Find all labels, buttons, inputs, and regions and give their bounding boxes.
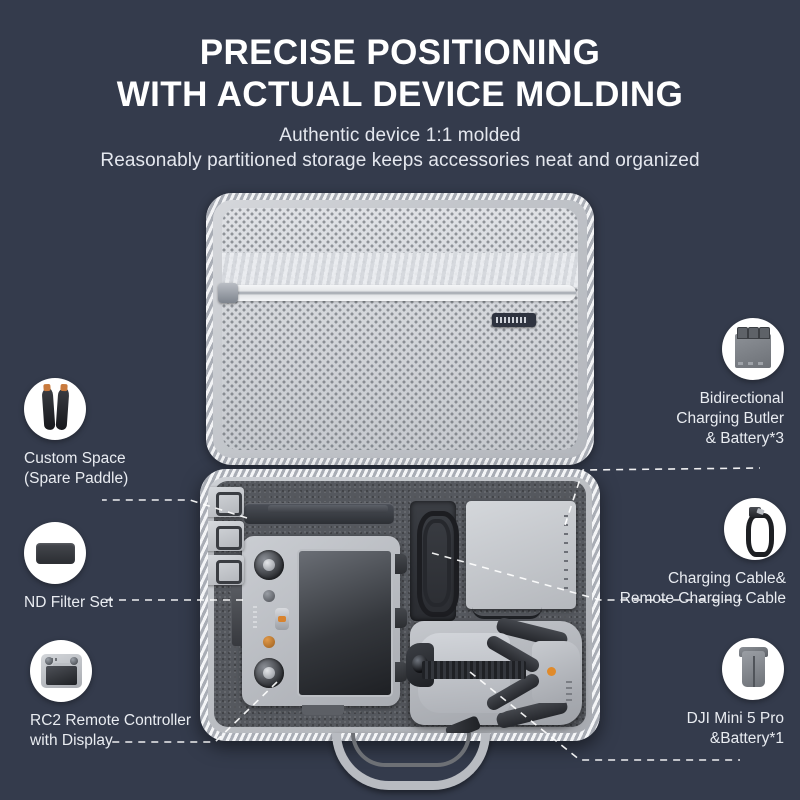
nd-filter-case-icon [24,522,86,584]
product-case-image [200,193,600,790]
charging-hub-icon [722,318,784,380]
callout-label-spare-paddle: Custom Space (Spare Paddle) [24,450,129,487]
page-title: PRECISE POSITIONING WITH ACTUAL DEVICE M… [0,32,800,116]
charging-cable-icon [724,498,786,560]
callout-bidirectional-charging-butler[interactable]: Bidirectional Charging Butler & Battery*… [594,318,784,448]
callout-label-dji-mini-5-pro: DJI Mini 5 Pro &Battery*1 [686,710,784,747]
callout-label-nd-filter: ND Filter Set [24,594,113,611]
case-base [200,469,600,741]
callout-nd-filter-set[interactable]: ND Filter Set [24,522,199,613]
callout-label-charging-cable: Charging Cable& Remote Charging Cable [619,570,786,607]
page-title-line-2: WITH ACTUAL DEVICE MOLDING [116,75,684,114]
callout-dji-mini-5-pro[interactable]: DJI Mini 5 Pro &Battery*1 [594,638,784,749]
callout-label-charging-butler: Bidirectional Charging Butler & Battery*… [676,390,784,447]
callout-charging-cable[interactable]: Charging Cable& Remote Charging Cable [581,498,786,609]
subtitle-line-2: Reasonably partitioned storage keeps acc… [100,150,700,171]
subtitle-line-1: Authentic device 1:1 molded [279,125,521,146]
callout-label-rc2: RC2 Remote Controller with Display [30,712,192,749]
callout-rc2-remote-controller[interactable]: RC2 Remote Controller with Display [30,640,220,751]
case-carry-handle [332,733,490,790]
remote-controller-icon [30,640,92,702]
case-lid [206,193,594,465]
page-title-line-1: PRECISE POSITIONING [199,33,601,72]
case-base-rim [200,469,600,741]
propeller-blades-icon [24,378,86,440]
case-handle-inner [351,733,471,767]
header-block: PRECISE POSITIONING WITH ACTUAL DEVICE M… [0,32,800,172]
callout-custom-space-spare-paddle[interactable]: Custom Space (Spare Paddle) [24,378,199,489]
case-lid-rim [206,193,594,465]
folded-drone-icon [722,638,784,700]
